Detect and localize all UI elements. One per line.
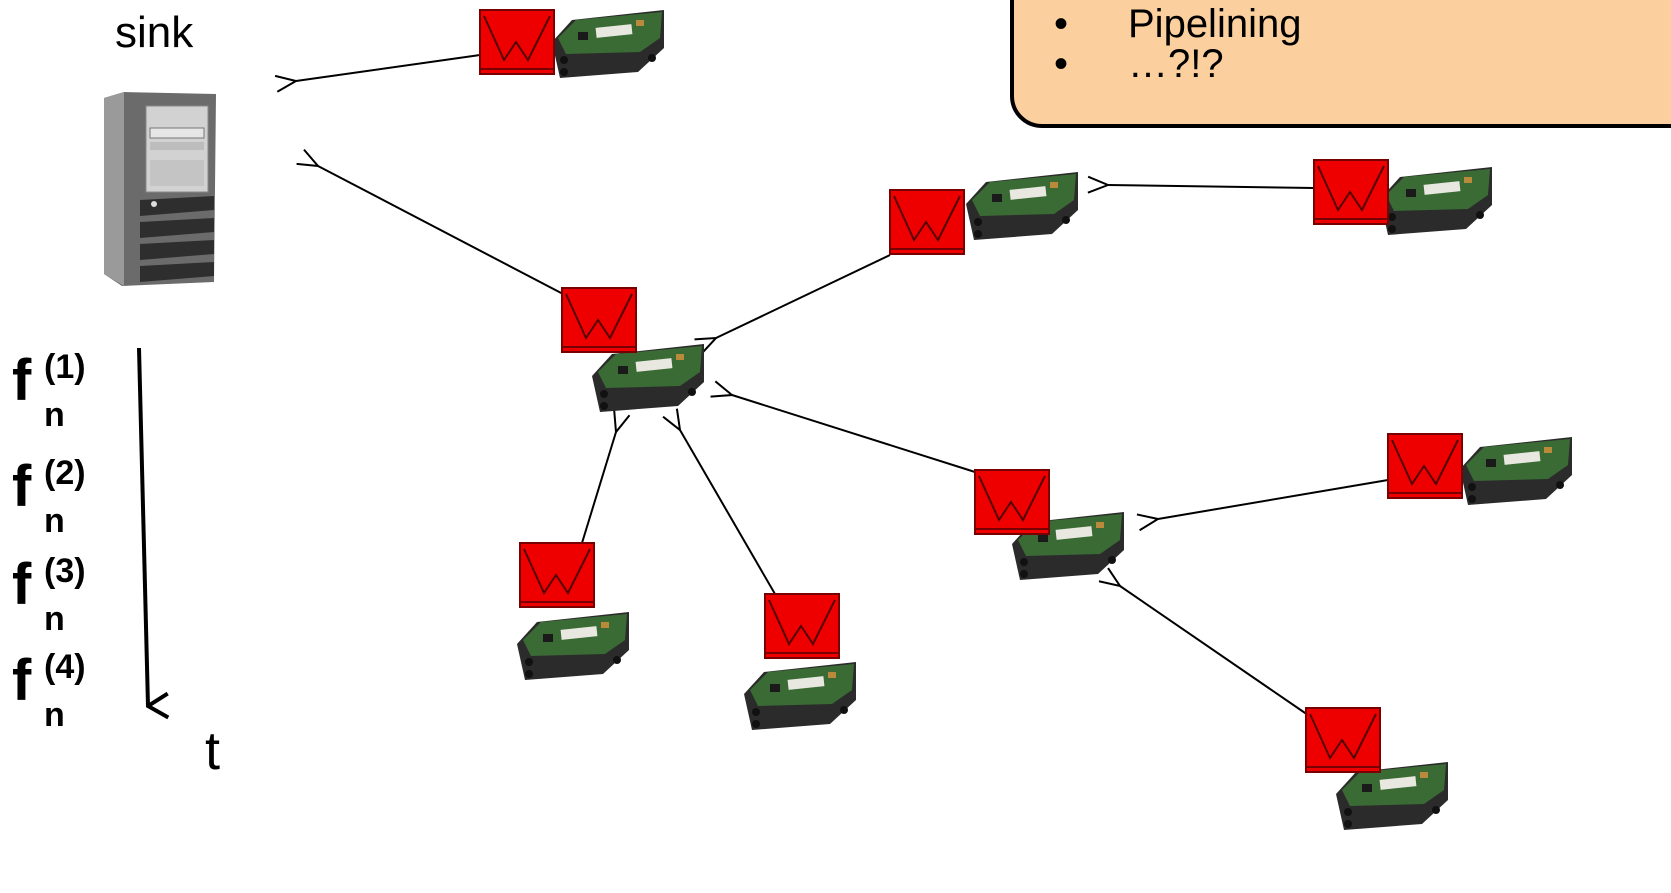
envelope-icon [974, 469, 1050, 535]
round-label-3: f(3)n [12, 552, 86, 638]
bullet-text: Pipelining [1128, 2, 1302, 46]
sensor-nodes [517, 10, 1572, 830]
envelope-icon [889, 189, 965, 255]
callout-box: • Pipelining • …?!? [1010, 0, 1671, 128]
sensor-board-icon [1380, 167, 1492, 235]
sink-label: sink [115, 8, 194, 57]
callout-bullet: • Pipelining [1054, 2, 1301, 46]
time-axis-arrow [137, 347, 148, 706]
bullet-glyph: • [1054, 42, 1069, 86]
link-arrow [1158, 479, 1389, 519]
time-label: t [205, 721, 221, 781]
bullet-text: …?!? [1128, 42, 1224, 86]
callout-bullet: • …?!? [1054, 42, 1224, 86]
round-label-1: f(1)n [12, 348, 86, 434]
sensor-board-icon [552, 10, 664, 78]
sensor-board-icon [744, 662, 856, 730]
envelope-icon [519, 542, 595, 608]
envelope-icon [479, 9, 555, 75]
sensor-board-icon [592, 344, 704, 412]
bullet-glyph: • [1054, 2, 1069, 46]
link-arrow [296, 54, 481, 81]
link-arrow [1108, 185, 1315, 188]
sensor-board-icon [1460, 437, 1572, 505]
link-arrow [581, 432, 616, 544]
sensor-board-icon [966, 172, 1078, 240]
round-label-2: f(2)n [12, 454, 86, 540]
envelope-icon [1305, 707, 1381, 773]
link-arrow [680, 430, 776, 595]
round-label-4: f(4)n [12, 648, 86, 734]
envelope-icon [561, 287, 637, 353]
sensor-board-icon [517, 612, 629, 680]
envelope-icon [1387, 433, 1463, 499]
envelope-icon [764, 593, 840, 659]
link-arrow [1120, 586, 1309, 716]
link-arrow [716, 254, 891, 338]
link-arrow [732, 395, 976, 473]
link-arrows [296, 54, 1389, 716]
envelope-icon [1313, 159, 1389, 225]
link-arrow [318, 166, 566, 296]
server-tower-icon [104, 92, 216, 286]
